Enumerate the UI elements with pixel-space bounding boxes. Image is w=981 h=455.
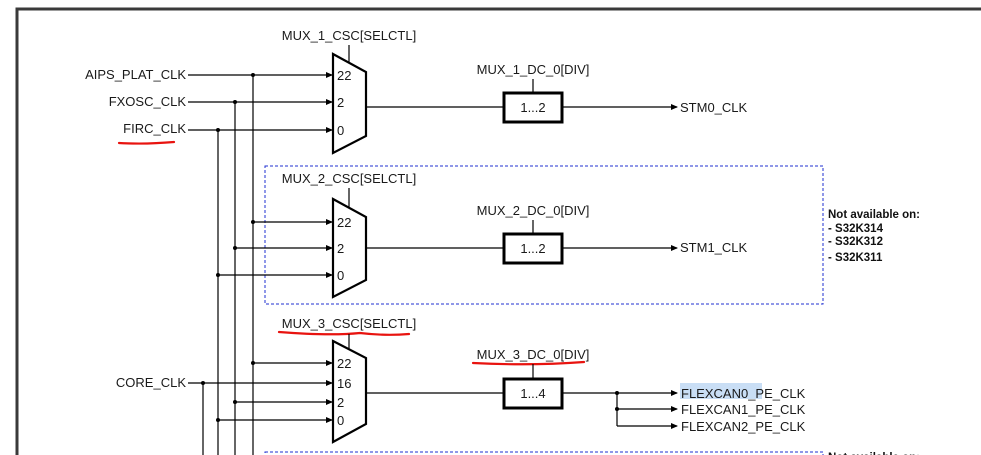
output-stm1-clk: STM1_CLK — [680, 240, 748, 255]
mux2-select-label: MUX_2_CSC[SELCTL] — [282, 171, 416, 186]
svg-text:- S32K312: - S32K312 — [828, 236, 883, 248]
mux2-availability-note: Not available on: - S32K314 - S32K312 - … — [828, 209, 920, 264]
text-selection-highlight — [680, 383, 762, 399]
mux1-input-22: 22 — [337, 68, 351, 83]
source-fxosc-clk: FXOSC_CLK — [109, 94, 187, 109]
mux3-input-0: 0 — [337, 413, 344, 428]
mux4-availability-note-partial: Not available on: — [828, 452, 920, 455]
source-firc-clk: FIRC_CLK — [123, 121, 186, 136]
mux2-divider-box — [502, 232, 564, 265]
source-core-clk: CORE_CLK — [116, 375, 186, 390]
mux2-input-2: 2 — [337, 241, 344, 256]
mux1-divider-label: MUX_1_DC_0[DIV] — [477, 62, 590, 77]
mux3-divider-label: MUX_3_DC_0[DIV] — [477, 347, 590, 362]
mux1-input-0: 0 — [337, 123, 344, 138]
mux2-divider-range: 1...2 — [520, 241, 545, 256]
output-stm0-clk: STM0_CLK — [680, 100, 748, 115]
firc-underline-annotation — [117, 140, 176, 145]
mux2-multiplexer — [331, 197, 368, 299]
mux2-input-0: 0 — [337, 268, 344, 283]
output-flexcan0-pe-clk[interactable]: FLEXCAN0_PE_CLK — [681, 386, 806, 401]
mux3-divider-range: 1...4 — [520, 386, 545, 401]
mux1-divider-range: 1...2 — [520, 100, 545, 115]
output-flexcan2-pe-clk: FLEXCAN2_PE_CLK — [681, 419, 806, 434]
mux3-input-22: 22 — [337, 356, 351, 371]
svg-text:- S32K314: - S32K314 — [828, 223, 884, 235]
output-flexcan1-pe-clk: FLEXCAN1_PE_CLK — [681, 402, 806, 417]
mux3-divider-underline-annotation — [471, 360, 586, 366]
mux2-optional-region — [264, 165, 824, 305]
mux3-multiplexer — [331, 339, 368, 444]
mux3-select-label: MUX_3_CSC[SELCTL] — [282, 316, 416, 331]
mux1-select-label: MUX_1_CSC[SELCTL] — [282, 28, 416, 43]
mux2-input-22: 22 — [337, 215, 351, 230]
mux1-input-2: 2 — [337, 95, 344, 110]
mux3-input-2: 2 — [337, 395, 344, 410]
mux1-divider-box — [502, 91, 564, 124]
mux3-select-underline-annotation — [277, 330, 411, 336]
svg-text:Not available on:: Not available on: — [828, 209, 920, 221]
svg-text:- S32K311: - S32K311 — [828, 252, 883, 264]
page-frame — [15, 7, 981, 455]
mux3-input-16: 16 — [337, 376, 351, 391]
mux1-multiplexer — [331, 52, 368, 155]
mux3-divider-box — [502, 377, 564, 410]
source-aips-plat-clk: AIPS_PLAT_CLK — [85, 67, 186, 82]
mux2-divider-label: MUX_2_DC_0[DIV] — [477, 203, 590, 218]
